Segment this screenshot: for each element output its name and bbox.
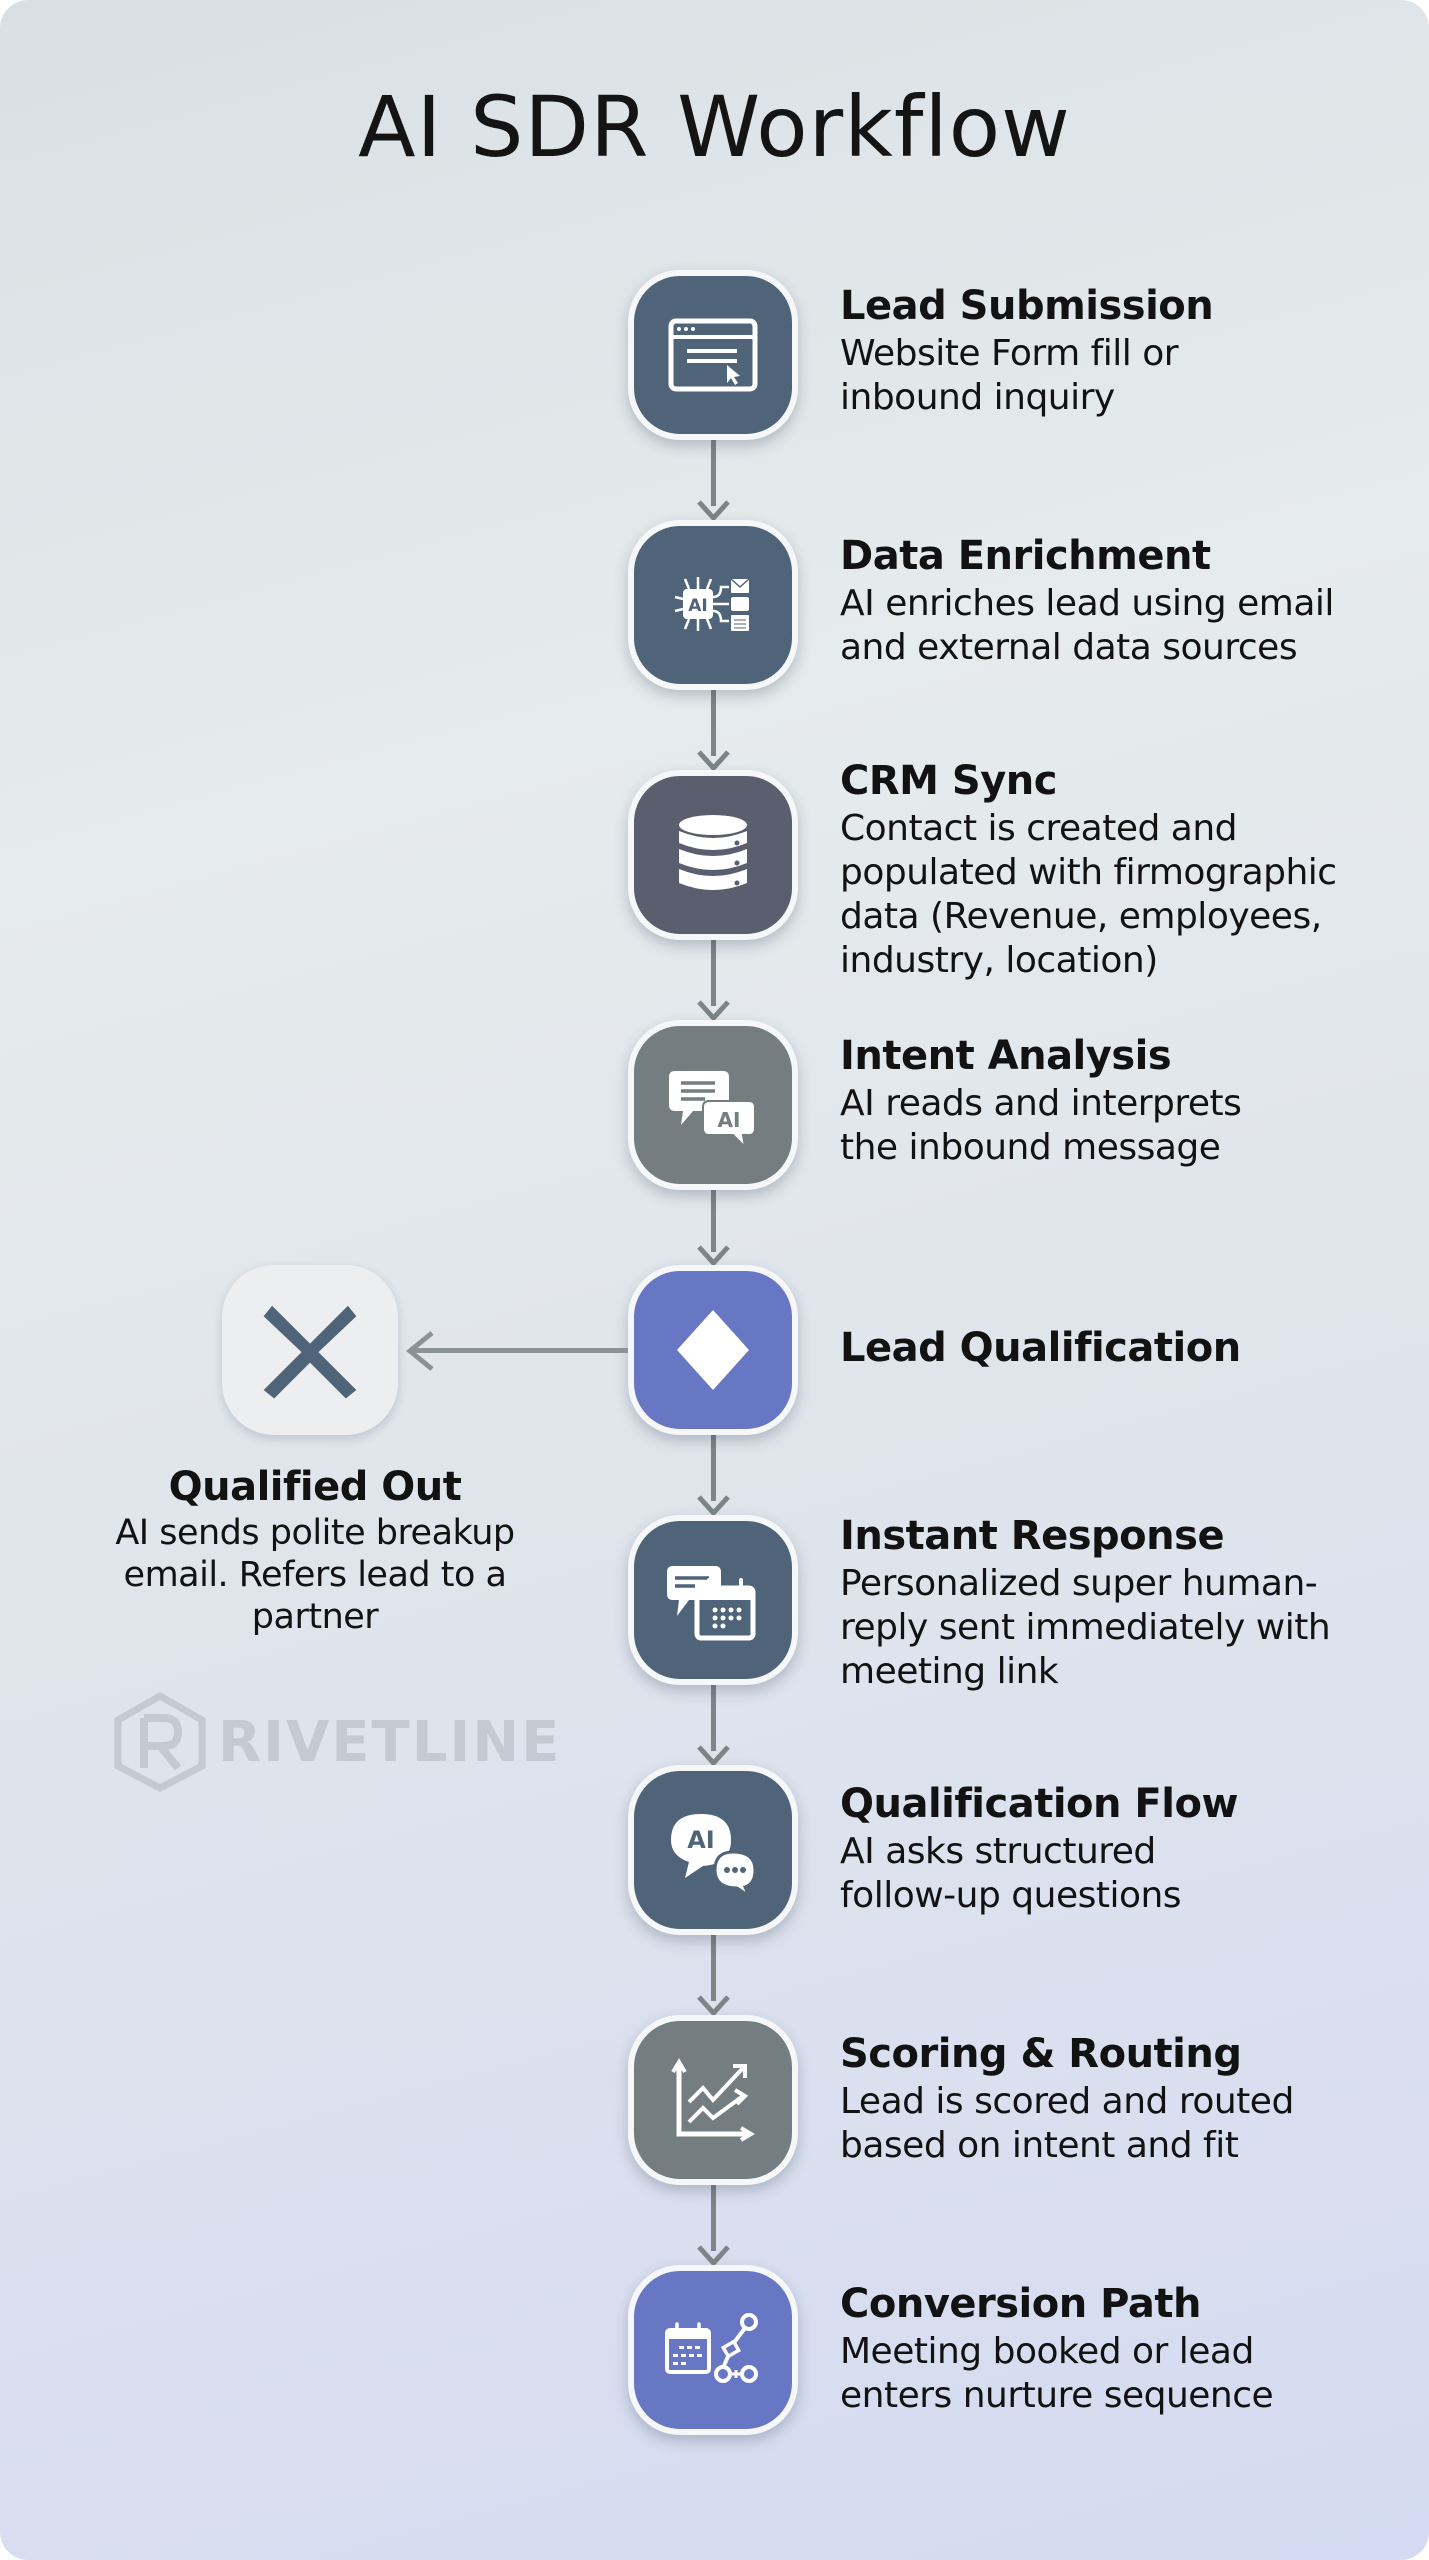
step-text-instant-response: Instant Response Personalized super huma… xyxy=(840,1510,1400,1694)
step-description-line: Personalized super human- xyxy=(840,1563,1318,1604)
connector-1 xyxy=(711,440,716,506)
ai-chip-data-sources-icon: AI xyxy=(674,577,750,631)
step-text-conversion-path: Conversion Path Meeting booked or lead e… xyxy=(840,2278,1400,2418)
step-title: Lead Submission xyxy=(840,283,1214,329)
step-title: CRM Sync xyxy=(840,758,1057,804)
arrow-down-icon xyxy=(697,1745,730,1765)
svg-text:AI: AI xyxy=(687,1826,715,1854)
step-description-line: populated with firmographic xyxy=(840,852,1337,893)
step-node-lead-qualification[interactable] xyxy=(628,1265,798,1435)
step-text-lead-submission: Lead Submission Website Form fill or inb… xyxy=(840,280,1400,420)
step-node-qualification-flow[interactable]: AI xyxy=(628,1765,798,1935)
step-text-crm-sync: CRM Sync Contact is created and populate… xyxy=(840,755,1400,983)
step-description-line: AI reads and interprets xyxy=(840,1083,1242,1124)
step-description-line: and external data sources xyxy=(840,627,1298,668)
svg-text:AI: AI xyxy=(688,596,707,616)
step-text-qualification-flow: Qualification Flow AI asks structured fo… xyxy=(840,1778,1400,1918)
step-text-lead-qualification: Lead Qualification xyxy=(840,1322,1400,1374)
branch-node-qualified-out[interactable] xyxy=(222,1265,398,1435)
connector-3 xyxy=(711,940,716,1006)
connector-5 xyxy=(711,1435,716,1501)
arrow-left-icon xyxy=(406,1331,434,1371)
step-description-line: Lead is scored and routed xyxy=(840,2081,1294,2122)
svg-text:AI: AI xyxy=(718,1108,741,1132)
branch-description-line: partner xyxy=(251,1597,379,1637)
step-description-line: Meeting booked or lead xyxy=(840,2331,1254,2372)
step-title: Conversion Path xyxy=(840,2281,1201,2327)
step-description-line: inbound inquiry xyxy=(840,377,1115,418)
trend-chart-icon xyxy=(671,2058,755,2142)
step-node-instant-response[interactable] xyxy=(628,1515,798,1685)
branch-description-line: email. Refers lead to a xyxy=(123,1555,507,1595)
step-description-line: based on intent and fit xyxy=(840,2125,1239,2166)
arrow-down-icon xyxy=(697,500,730,520)
step-node-lead-submission[interactable] xyxy=(628,270,798,440)
arrow-down-icon xyxy=(697,1000,730,1020)
calendar-branch-icon xyxy=(665,2313,758,2383)
chat-calendar-icon xyxy=(667,1566,756,1641)
branch-description-line: AI sends polite breakup xyxy=(115,1513,515,1553)
connector-4 xyxy=(711,1190,716,1252)
rivetline-watermark: RIVETLINE xyxy=(112,1692,561,1792)
x-icon xyxy=(263,1305,357,1399)
step-title: Scoring & Routing xyxy=(840,2031,1242,2077)
step-description-line: industry, location) xyxy=(840,940,1158,981)
connector-2 xyxy=(711,690,716,756)
arrow-down-icon xyxy=(697,1495,730,1515)
step-node-intent-analysis[interactable]: AI xyxy=(628,1020,798,1190)
step-title: Data Enrichment xyxy=(840,533,1211,579)
step-title: Qualification Flow xyxy=(840,1781,1238,1827)
step-node-data-enrichment[interactable]: AI xyxy=(628,520,798,690)
database-icon xyxy=(679,815,747,890)
step-node-crm-sync[interactable] xyxy=(628,770,798,940)
arrow-down-icon xyxy=(697,2245,730,2265)
step-description-line: follow-up questions xyxy=(840,1875,1182,1916)
step-text-intent-analysis: Intent Analysis AI reads and interprets … xyxy=(840,1030,1400,1170)
step-description-line: AI enriches lead using email xyxy=(840,583,1334,624)
step-title: Intent Analysis xyxy=(840,1033,1172,1079)
chat-ai-bubbles-icon: AI xyxy=(669,1071,756,1150)
decision-diamond-icon xyxy=(677,1310,749,1390)
connector-6 xyxy=(711,1685,716,1751)
step-text-scoring-routing: Scoring & Routing Lead is scored and rou… xyxy=(840,2028,1400,2168)
step-node-scoring-routing[interactable] xyxy=(628,2015,798,2185)
connector-8 xyxy=(711,2185,716,2251)
step-description-line: Contact is created and xyxy=(840,808,1238,849)
step-description-line: the inbound message xyxy=(840,1127,1221,1168)
step-description-line: meeting link xyxy=(840,1651,1059,1692)
ai-chat-ellipsis-icon: AI xyxy=(671,1814,757,1901)
step-node-conversion-path[interactable] xyxy=(628,2265,798,2435)
arrow-down-icon xyxy=(697,1245,730,1265)
step-description-line: data (Revenue, employees, xyxy=(840,896,1322,937)
step-description-line: enters nurture sequence xyxy=(840,2375,1274,2416)
arrow-down-icon xyxy=(697,750,730,770)
step-title: Lead Qualification xyxy=(840,1325,1241,1371)
hexagon-r-logo-icon xyxy=(114,1692,206,1792)
branch-title: Qualified Out xyxy=(168,1464,462,1510)
step-text-data-enrichment: Data Enrichment AI enriches lead using e… xyxy=(840,530,1400,670)
connector-7 xyxy=(711,1935,716,2001)
step-description-line: reply sent immediately with xyxy=(840,1607,1331,1648)
step-description-line: AI asks structured xyxy=(840,1831,1156,1872)
branch-connector xyxy=(410,1348,628,1353)
branch-text-qualified-out: Qualified Out AI sends polite breakup em… xyxy=(80,1462,550,1638)
watermark-text: RIVETLINE xyxy=(218,1709,562,1775)
step-description-line: Website Form fill or xyxy=(840,333,1179,374)
page-title: AI SDR Workflow xyxy=(358,78,1071,176)
browser-form-cursor-icon xyxy=(668,318,758,392)
arrow-down-icon xyxy=(697,1995,730,2015)
step-title: Instant Response xyxy=(840,1513,1225,1559)
